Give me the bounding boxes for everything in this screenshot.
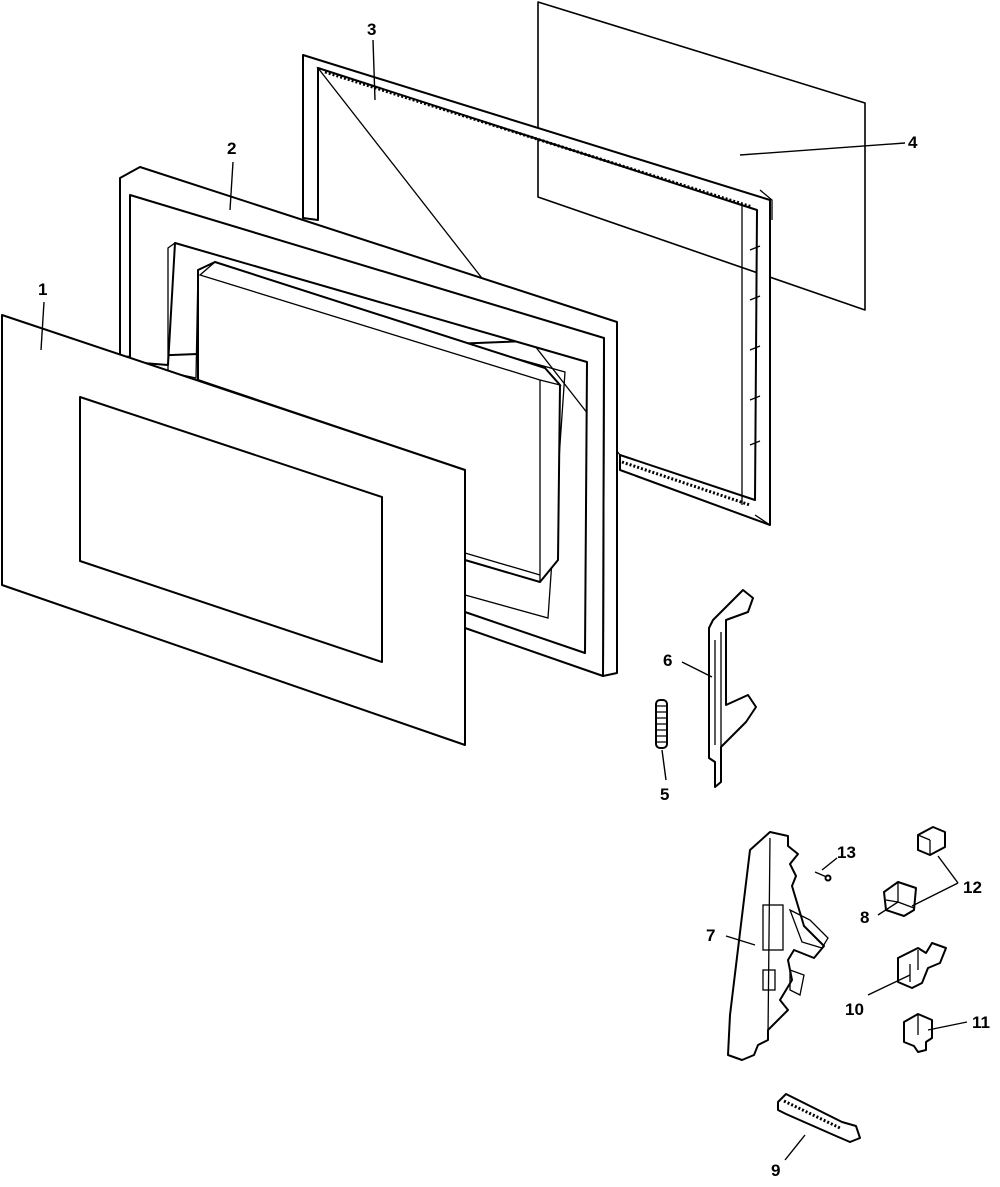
callout-labels: 1 2 3 4 5 6 7 8 9 10 11 12 13	[38, 20, 990, 1180]
callout-8: 8	[860, 908, 869, 927]
callout-4: 4	[908, 133, 918, 152]
callout-5: 5	[660, 785, 669, 804]
callout-9: 9	[771, 1161, 780, 1180]
part-13-screw	[814, 871, 832, 882]
part-8-interlock-switch	[883, 881, 917, 917]
part-9-latch-hook-bar	[777, 1093, 861, 1143]
callout-10: 10	[845, 1000, 864, 1019]
part-5-spring	[655, 699, 668, 749]
callout-13: 13	[837, 843, 856, 862]
part-6-latch-lever	[708, 589, 757, 788]
part-2-door-frame	[119, 166, 618, 677]
callout-12: 12	[963, 878, 982, 897]
part-7-latch-board	[727, 831, 829, 1061]
part-12-primary-switch	[917, 826, 946, 856]
callout-3: 3	[367, 20, 376, 39]
callout-2: 2	[227, 139, 236, 158]
leader-lines	[40, 39, 968, 1161]
callout-7: 7	[706, 926, 715, 945]
callout-11: 11	[972, 1013, 990, 1032]
part-1-front-panel	[1, 314, 466, 746]
part-10-switch-bracket	[897, 942, 947, 989]
part-11-monitor-switch	[903, 1013, 933, 1053]
callout-1: 1	[38, 280, 47, 299]
callout-6: 6	[663, 651, 672, 670]
